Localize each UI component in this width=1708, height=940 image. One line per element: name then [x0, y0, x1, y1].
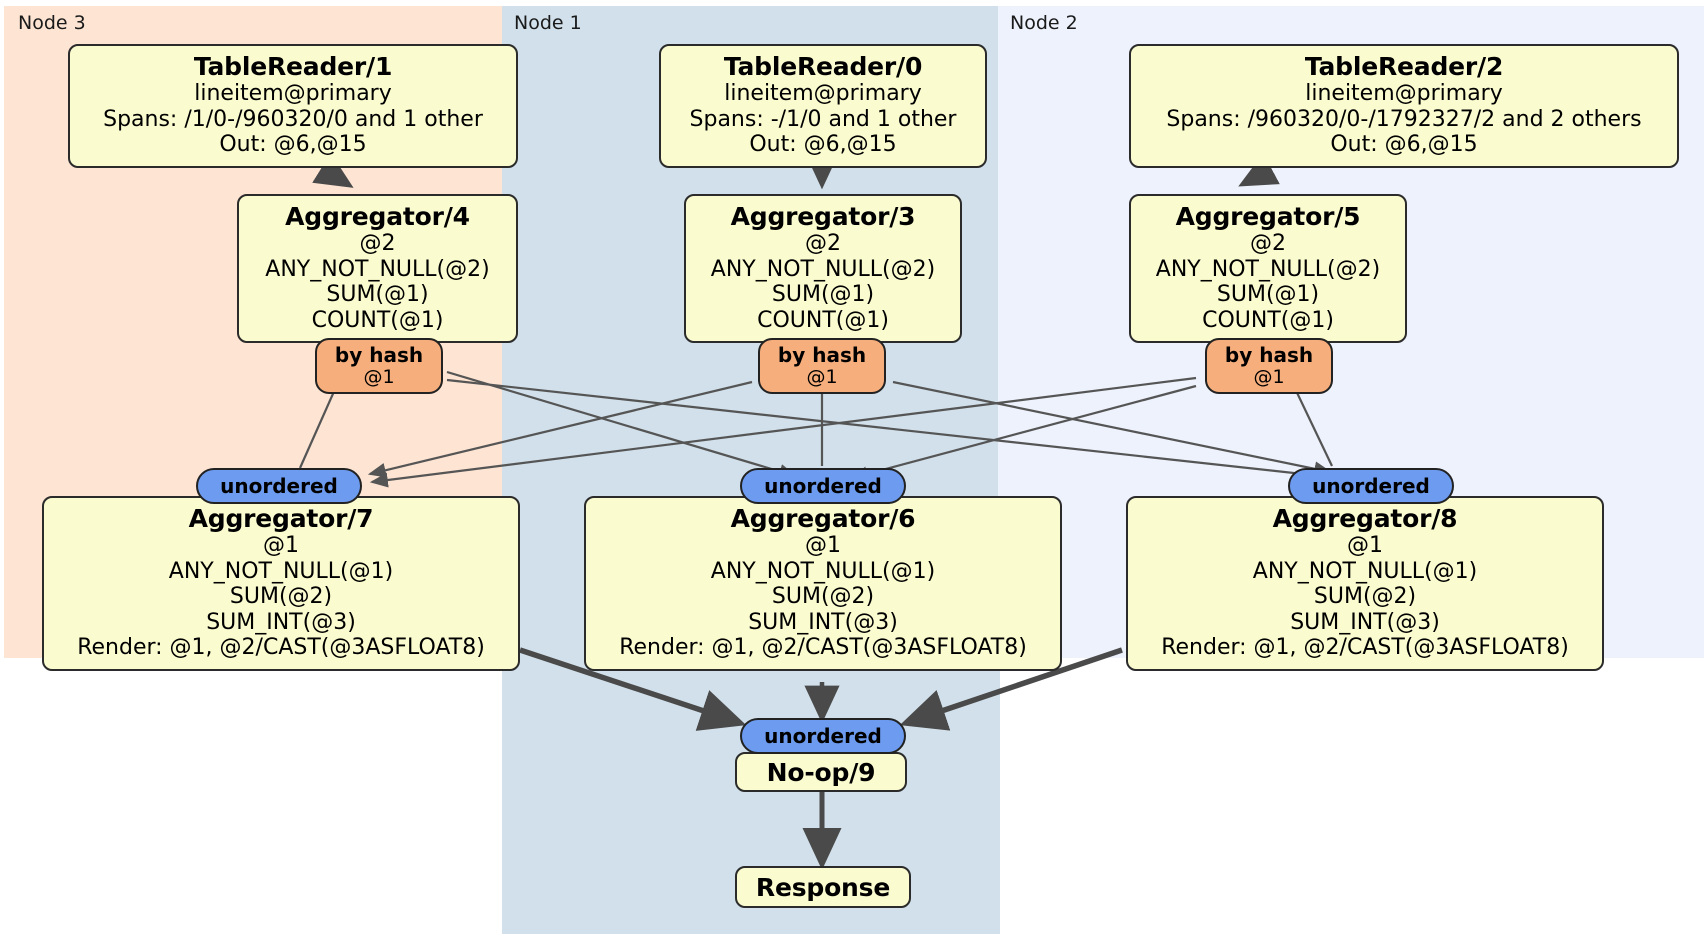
processor-title: Aggregator/3 [730, 202, 916, 231]
stream-badge-hash-left[interactable]: by hash @1 [315, 338, 443, 394]
processor-line: lineitem@primary [724, 81, 922, 106]
processor-line: Out: @6,@15 [219, 132, 367, 158]
processor-title: Aggregator/5 [1175, 202, 1361, 231]
processor-line: @1 [263, 533, 299, 558]
processor-line: ANY_NOT_NULL(@1) [168, 558, 394, 584]
processor-noop-9[interactable]: No-op/9 [735, 752, 907, 792]
processor-line: Render: @1, @2/CAST(@3ASFLOAT8) [619, 635, 1027, 661]
processor-line: Out: @6,@15 [749, 132, 897, 158]
processor-line: ANY_NOT_NULL(@1) [1252, 558, 1478, 584]
processor-line: Out: @6,@15 [1330, 132, 1478, 158]
processor-line: @1 [805, 533, 841, 558]
processor-line: lineitem@primary [194, 81, 392, 106]
processor-line: SUM(@2) [1313, 584, 1417, 610]
processor-table-reader-0[interactable]: TableReader/0 lineitem@primary Spans: -/… [659, 44, 987, 168]
processor-aggregator-5[interactable]: Aggregator/5 @2 ANY_NOT_NULL(@2) SUM(@1)… [1129, 194, 1407, 344]
stream-badge-unordered-mid[interactable]: unordered [740, 468, 906, 504]
badge-title: unordered [220, 473, 338, 498]
processor-aggregator-8[interactable]: Aggregator/8 @1 ANY_NOT_NULL(@1) SUM(@2)… [1126, 496, 1604, 671]
processor-aggregator-7[interactable]: Aggregator/7 @1 ANY_NOT_NULL(@1) SUM(@2)… [42, 496, 520, 671]
badge-title: unordered [1312, 473, 1430, 498]
processor-title: Aggregator/6 [730, 504, 916, 533]
processor-aggregator-4[interactable]: Aggregator/4 @2 ANY_NOT_NULL(@2) SUM(@1)… [237, 194, 518, 344]
processor-title: TableReader/0 [723, 52, 923, 81]
processor-title: Aggregator/8 [1272, 504, 1458, 533]
badge-title: by hash [777, 343, 867, 368]
stream-badge-unordered-left[interactable]: unordered [196, 468, 362, 504]
badge-title: by hash [1224, 343, 1314, 368]
processor-line: SUM_INT(@3) [748, 609, 898, 635]
stream-badge-hash-mid[interactable]: by hash @1 [758, 338, 886, 394]
processor-line: COUNT(@1) [311, 307, 444, 333]
processor-line: Spans: -/1/0 and 1 other [689, 106, 957, 132]
processor-table-reader-2[interactable]: TableReader/2 lineitem@primary Spans: /9… [1129, 44, 1679, 168]
processor-line: ANY_NOT_NULL(@2) [710, 256, 936, 282]
processor-line: ANY_NOT_NULL(@1) [710, 558, 936, 584]
processor-line: Spans: /960320/0-/1792327/2 and 2 others [1166, 106, 1642, 132]
processor-line: SUM(@2) [771, 584, 875, 610]
processor-line: @2 [805, 231, 841, 256]
processor-line: @2 [359, 231, 396, 256]
processor-line: SUM(@1) [326, 282, 429, 308]
badge-title: unordered [764, 723, 882, 748]
stream-badge-unordered-final[interactable]: unordered [740, 718, 906, 754]
processor-aggregator-3[interactable]: Aggregator/3 @2 ANY_NOT_NULL(@2) SUM(@1)… [684, 194, 962, 344]
processor-line: Render: @1, @2/CAST(@3ASFLOAT8) [1161, 635, 1569, 661]
processor-title: TableReader/1 [193, 52, 393, 81]
processor-line: SUM(@1) [1216, 282, 1320, 308]
processor-line: ANY_NOT_NULL(@2) [1155, 256, 1381, 282]
processor-line: SUM_INT(@3) [1290, 609, 1440, 635]
processor-title: Response [755, 872, 891, 902]
processor-title: TableReader/2 [1304, 52, 1504, 81]
node-label-node1: Node 1 [514, 12, 582, 34]
badge-title: by hash [334, 343, 424, 368]
processor-line: COUNT(@1) [1202, 307, 1334, 333]
node-label-node3: Node 3 [18, 12, 86, 34]
stream-badge-unordered-right[interactable]: unordered [1288, 468, 1454, 504]
badge-subtitle: @1 [1253, 365, 1285, 388]
processor-line: @2 [1250, 231, 1286, 256]
processor-line: Spans: /1/0-/960320/0 and 1 other [103, 106, 483, 132]
processor-title: No-op/9 [766, 757, 876, 787]
processor-title: Aggregator/4 [285, 202, 470, 231]
processor-line: Render: @1, @2/CAST(@3ASFLOAT8) [77, 635, 485, 661]
badge-subtitle: @1 [363, 365, 395, 388]
processor-line: SUM(@1) [771, 282, 875, 308]
processor-aggregator-6[interactable]: Aggregator/6 @1 ANY_NOT_NULL(@1) SUM(@2)… [584, 496, 1062, 671]
stream-badge-hash-right[interactable]: by hash @1 [1205, 338, 1333, 394]
badge-title: unordered [764, 473, 882, 498]
processor-response[interactable]: Response [735, 866, 911, 908]
processor-line: ANY_NOT_NULL(@2) [265, 256, 490, 282]
processor-line: SUM_INT(@3) [206, 609, 356, 635]
badge-subtitle: @1 [806, 365, 838, 388]
processor-table-reader-1[interactable]: TableReader/1 lineitem@primary Spans: /1… [68, 44, 518, 168]
processor-line: COUNT(@1) [757, 307, 889, 333]
processor-title: Aggregator/7 [188, 504, 374, 533]
processor-line: SUM(@2) [229, 584, 333, 610]
processor-line: @1 [1347, 533, 1383, 558]
node-label-node2: Node 2 [1010, 12, 1078, 34]
processor-line: lineitem@primary [1305, 81, 1503, 106]
